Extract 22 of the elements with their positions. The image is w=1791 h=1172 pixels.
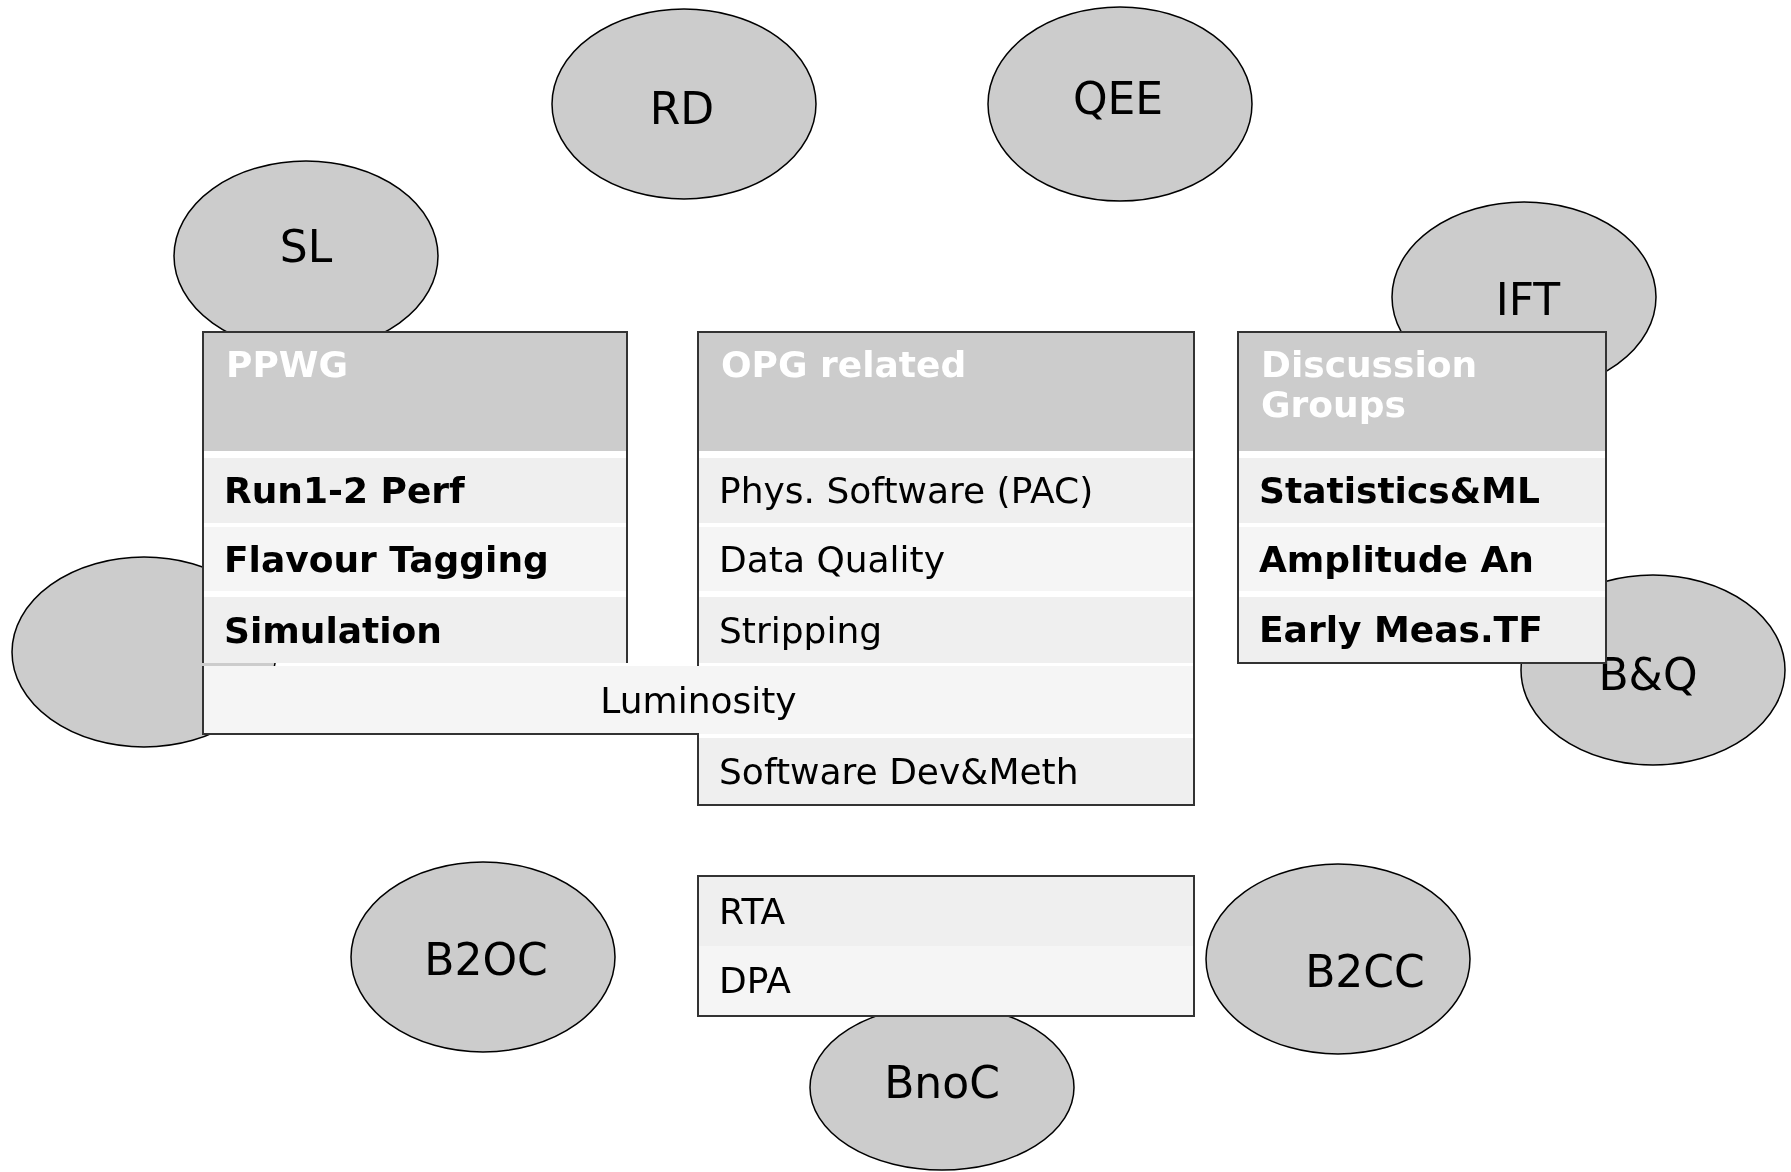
- table-panel: [202, 331, 628, 663]
- table-cell: Flavour Tagging: [204, 527, 626, 591]
- table-cell: DPA: [699, 946, 1193, 1015]
- group-label: IFT: [1495, 273, 1561, 325]
- table-cell: Luminosity: [202, 666, 1193, 734]
- table-cell: Software Dev&Meth: [699, 738, 1193, 804]
- table-cell: Simulation: [204, 597, 626, 663]
- table-cell: Statistics&ML: [1239, 458, 1605, 523]
- table-cell: Early Meas.TF: [1239, 597, 1605, 662]
- table-panel: [697, 875, 1195, 1017]
- group-label: B2OC: [424, 933, 548, 985]
- group-label: SL: [279, 220, 333, 272]
- table-cell: Stripping: [699, 597, 1193, 663]
- group-label: BnoC: [884, 1056, 1000, 1108]
- group-label: B2CC: [1305, 945, 1425, 997]
- table-cell: RTA: [699, 877, 1193, 946]
- table-cell: Phys. Software (PAC): [699, 458, 1193, 523]
- table-cell: Data Quality: [699, 527, 1193, 591]
- table-cell: Run1-2 Perf: [204, 458, 626, 523]
- group-label: QEE: [1072, 72, 1164, 124]
- group-label: RD: [649, 82, 715, 134]
- table-cell: Amplitude An: [1239, 527, 1605, 591]
